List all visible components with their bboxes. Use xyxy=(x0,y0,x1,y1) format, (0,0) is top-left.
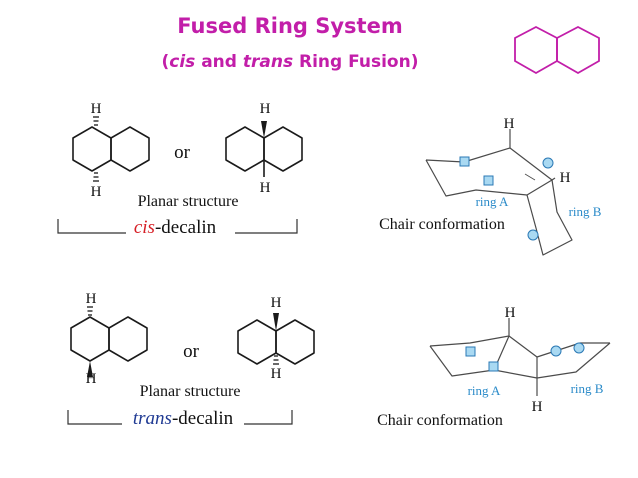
hashed-bond-up xyxy=(93,116,99,126)
h-atom-label: H xyxy=(271,366,282,382)
cis-decalin-name: cis-decalin xyxy=(134,217,217,238)
left-bracket xyxy=(67,410,122,425)
trans-chair-conformation: H H ring A ring B xyxy=(429,305,611,415)
ring-b-label: ring B xyxy=(569,204,602,219)
h-atom-label: H xyxy=(560,170,571,186)
hashed-bond-up xyxy=(87,306,93,316)
h-atom-label: H xyxy=(260,101,271,117)
cis-decalin-structure-2: H H xyxy=(225,101,303,196)
h-atom-label: H xyxy=(260,180,271,196)
h-atom-label: H xyxy=(86,371,97,387)
h-atom-label: H xyxy=(91,101,102,117)
left-bracket xyxy=(57,219,126,234)
hashed-bond-down xyxy=(273,355,279,365)
planar-structure-label: Planar structure xyxy=(140,383,241,400)
wedge-bond xyxy=(87,361,93,377)
page-subtitle: (cis and trans Ring Fusion) xyxy=(161,52,418,72)
h-atom-label: H xyxy=(86,291,97,307)
page-title: Fused Ring System xyxy=(177,14,402,38)
square-substituent-icon xyxy=(459,156,470,167)
circle-substituent-icon xyxy=(550,345,562,357)
wedge-bond xyxy=(261,121,267,138)
right-bracket xyxy=(244,410,293,425)
circle-substituent-icon xyxy=(573,342,585,354)
h-atom-label: H xyxy=(532,399,543,415)
ring-a-label: ring A xyxy=(476,194,509,209)
planar-structure-label: Planar structure xyxy=(138,193,239,210)
ring-a-label: ring A xyxy=(468,383,501,398)
or-label: or xyxy=(183,341,200,362)
h-atom-label: H xyxy=(271,295,282,311)
trans-decalin-structure-1: H H xyxy=(70,291,148,387)
decalin-logo-icon xyxy=(514,25,600,75)
h-atom-label: H xyxy=(505,305,516,321)
ring-b-label: ring B xyxy=(571,381,604,396)
cis-decalin-structure-1: H H xyxy=(72,101,150,200)
chair-conformation-label: Chair conformation xyxy=(379,216,505,233)
circle-substituent-icon xyxy=(527,229,539,241)
square-substituent-icon xyxy=(465,346,476,357)
hashed-bond-down xyxy=(93,172,99,182)
h-atom-label: H xyxy=(504,116,515,132)
trans-decalin-structure-2: H H xyxy=(237,295,315,382)
circle-substituent-icon xyxy=(542,157,554,169)
wedge-bond xyxy=(273,313,279,331)
right-bracket xyxy=(235,219,298,234)
or-label: or xyxy=(174,142,191,163)
cis-chair-conformation: H H ring A ring B xyxy=(425,116,602,256)
square-substituent-icon xyxy=(483,175,494,186)
trans-decalin-name: trans-decalin xyxy=(133,408,234,429)
square-substituent-icon xyxy=(488,361,499,372)
h-atom-label: H xyxy=(91,184,102,200)
chair-conformation-label: Chair conformation xyxy=(377,412,503,429)
